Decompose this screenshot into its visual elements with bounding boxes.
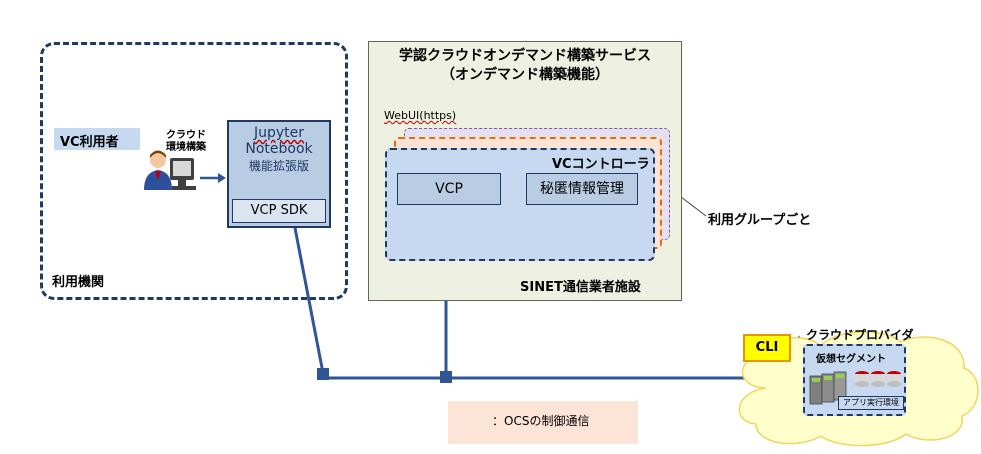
user-at-computer-icon xyxy=(144,150,196,190)
secret-management-box: 秘匿情報管理 xyxy=(526,173,638,205)
vcp-sdk-box: VCP SDK xyxy=(232,199,326,223)
facility-label: SINET通信業者施設 xyxy=(520,280,641,295)
jupyter-extension-label: 機能拡張版 xyxy=(248,159,309,173)
cloud-provider-label: クラウドプロバイダ xyxy=(806,328,914,342)
cloud-build-line1: クラウド xyxy=(166,130,206,141)
jupyter-subtitle: Notebook xyxy=(245,141,313,157)
app-env-box: アプリ実行環境 xyxy=(838,396,904,410)
sdk-to-network-line xyxy=(293,227,325,374)
cli-box: CLI xyxy=(743,334,791,362)
virtual-segment-label: 仮想セグメント xyxy=(816,354,886,365)
legend-text: ：OCSの制御通信 xyxy=(492,414,590,428)
vc-user-label: VC利用者 xyxy=(54,128,140,150)
service-title-line1: 学認クラウドオンデマンド構築サービス xyxy=(399,48,651,64)
vc-controller-label: VCコントローラ xyxy=(552,157,650,172)
organization-label: 利用機関 xyxy=(52,275,105,290)
legend-box xyxy=(448,401,638,444)
organization-boundary xyxy=(40,42,348,300)
arrow-right-icon xyxy=(200,173,226,183)
service-title-line2: （オンデマンド構築機能） xyxy=(441,67,609,83)
service-title: 学認クラウドオンデマンド構築サービス （オンデマンド構築機能） xyxy=(368,47,682,85)
network-junction-left xyxy=(317,368,329,380)
jupyter-title: Jupyter xyxy=(253,125,305,141)
cloud-build-label: クラウド 環境構築 xyxy=(166,130,206,154)
network-junction-center xyxy=(440,371,452,383)
server-rack-icon xyxy=(809,371,901,405)
per-group-label: 利用グループごと xyxy=(708,213,812,228)
webui-label: WebUI(https) xyxy=(384,109,457,122)
cloud-build-line2: 環境構築 xyxy=(166,142,206,153)
vcp-box: VCP xyxy=(397,173,501,205)
